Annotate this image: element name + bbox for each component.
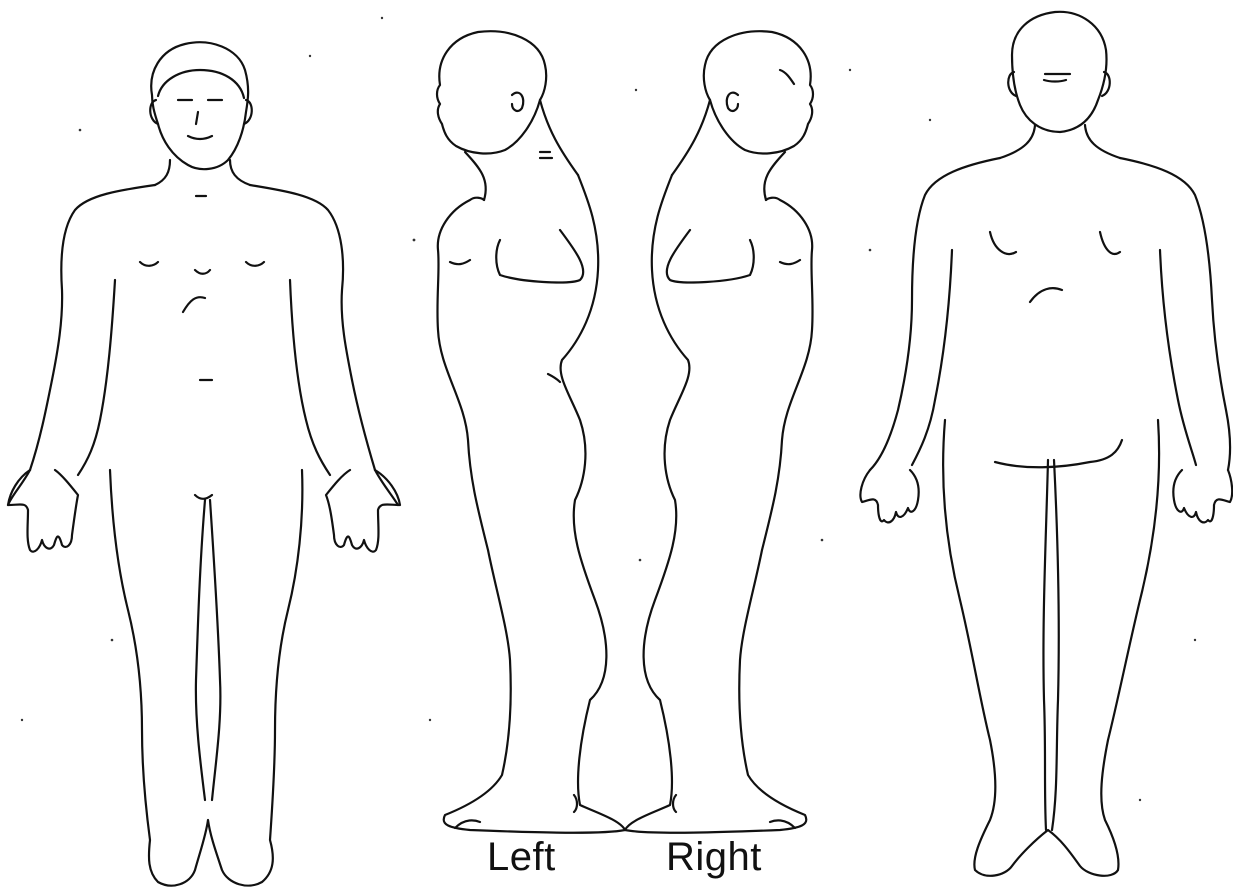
left-side-arm bbox=[496, 230, 583, 282]
back-details bbox=[990, 74, 1122, 467]
back-leg-inner bbox=[1043, 460, 1058, 830]
front-hairline bbox=[158, 70, 244, 98]
back-legs bbox=[943, 420, 1159, 876]
left-side-head bbox=[437, 31, 546, 153]
front-chest-marks bbox=[140, 196, 264, 499]
front-face-features bbox=[178, 100, 222, 139]
left-side-view-figure bbox=[437, 31, 625, 832]
left-side-details bbox=[450, 152, 577, 828]
left-side-body bbox=[437, 175, 625, 833]
back-right-hand bbox=[1173, 470, 1232, 522]
front-inner-arm-right bbox=[290, 280, 330, 475]
back-neck bbox=[1000, 125, 1120, 158]
left-side-neck-back bbox=[540, 100, 578, 175]
back-head bbox=[1012, 12, 1107, 132]
front-head bbox=[151, 42, 248, 169]
left-side-neck-front bbox=[465, 152, 486, 200]
front-neck-right bbox=[230, 160, 250, 185]
front-body-outline bbox=[8, 185, 398, 505]
right-side-view-figure bbox=[625, 31, 813, 832]
back-left-hand bbox=[860, 470, 918, 522]
front-left-hand bbox=[8, 470, 78, 552]
front-legs bbox=[110, 470, 302, 886]
left-side-ear bbox=[512, 93, 523, 111]
right-side-neck-back bbox=[672, 100, 710, 175]
right-side-arm bbox=[667, 230, 754, 282]
back-body-outline bbox=[870, 158, 1230, 470]
front-neck-left bbox=[155, 160, 170, 185]
left-view-label: Left bbox=[487, 835, 556, 880]
scan-specks bbox=[21, 17, 1196, 801]
front-leg-inner bbox=[196, 500, 221, 800]
right-side-ear bbox=[727, 93, 738, 111]
right-side-body bbox=[625, 175, 813, 833]
front-inner-arm-left bbox=[78, 280, 115, 475]
back-inner-arms bbox=[912, 250, 1196, 465]
front-right-hand bbox=[326, 470, 400, 552]
right-view-label: Right bbox=[666, 835, 762, 880]
back-view-figure bbox=[860, 12, 1232, 876]
right-side-neck-front bbox=[764, 152, 785, 200]
front-view-figure bbox=[8, 42, 400, 885]
right-side-head bbox=[704, 31, 813, 153]
